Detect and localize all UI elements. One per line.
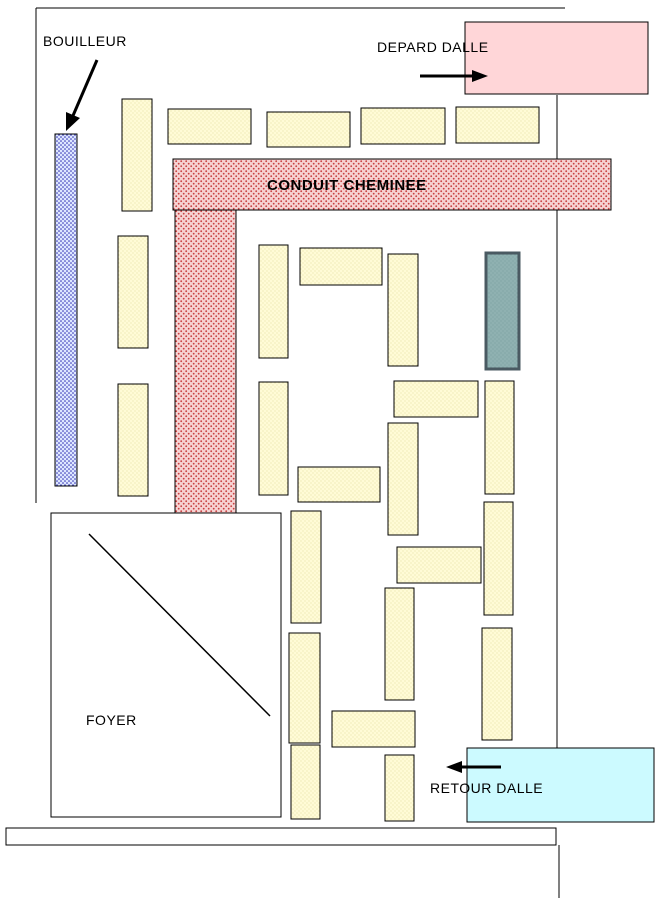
block xyxy=(167,108,252,145)
depard-dalle-box xyxy=(464,21,649,95)
foyer-box xyxy=(50,512,282,818)
block xyxy=(481,627,513,741)
bouilleur-bar xyxy=(54,133,78,487)
block xyxy=(258,381,289,496)
block xyxy=(117,235,149,349)
block xyxy=(384,754,415,822)
block xyxy=(290,744,321,820)
block xyxy=(455,106,540,144)
block xyxy=(484,380,515,495)
foyer-diagonal xyxy=(88,533,271,717)
conduit-cheminee xyxy=(172,158,612,526)
bouilleur-arrow-head xyxy=(66,112,80,131)
conduit-horizontal xyxy=(172,158,612,211)
conduit-cheminee-label: CONDUIT CHEMINEE xyxy=(267,177,427,194)
block xyxy=(290,510,322,624)
block xyxy=(121,98,153,212)
retour-dalle-box xyxy=(466,747,655,823)
block xyxy=(117,383,149,497)
block xyxy=(387,422,419,536)
foyer-label: FOYER xyxy=(86,712,137,728)
block xyxy=(384,587,415,701)
block xyxy=(331,710,416,748)
bouilleur-arrow-line xyxy=(70,59,99,119)
block xyxy=(297,466,381,503)
retour-dalle-label: RETOUR DALLE xyxy=(430,780,543,796)
block xyxy=(299,247,383,286)
block xyxy=(483,501,514,616)
block xyxy=(387,253,419,367)
depard-dalle-label: DEPARD DALLE xyxy=(377,39,489,55)
block xyxy=(266,111,351,148)
retour-arrow-head xyxy=(446,761,462,773)
block xyxy=(360,107,446,145)
bouilleur-label: BOUILLEUR xyxy=(43,33,127,49)
block xyxy=(393,380,479,418)
heating-blocks xyxy=(117,98,540,822)
teal-element xyxy=(484,251,521,371)
conduit-vertical xyxy=(174,209,237,526)
depard-arrow-head xyxy=(472,70,488,82)
bottom-bar xyxy=(5,827,557,846)
arrows xyxy=(66,59,501,773)
block xyxy=(258,244,289,359)
block xyxy=(396,546,482,584)
block xyxy=(288,632,321,744)
